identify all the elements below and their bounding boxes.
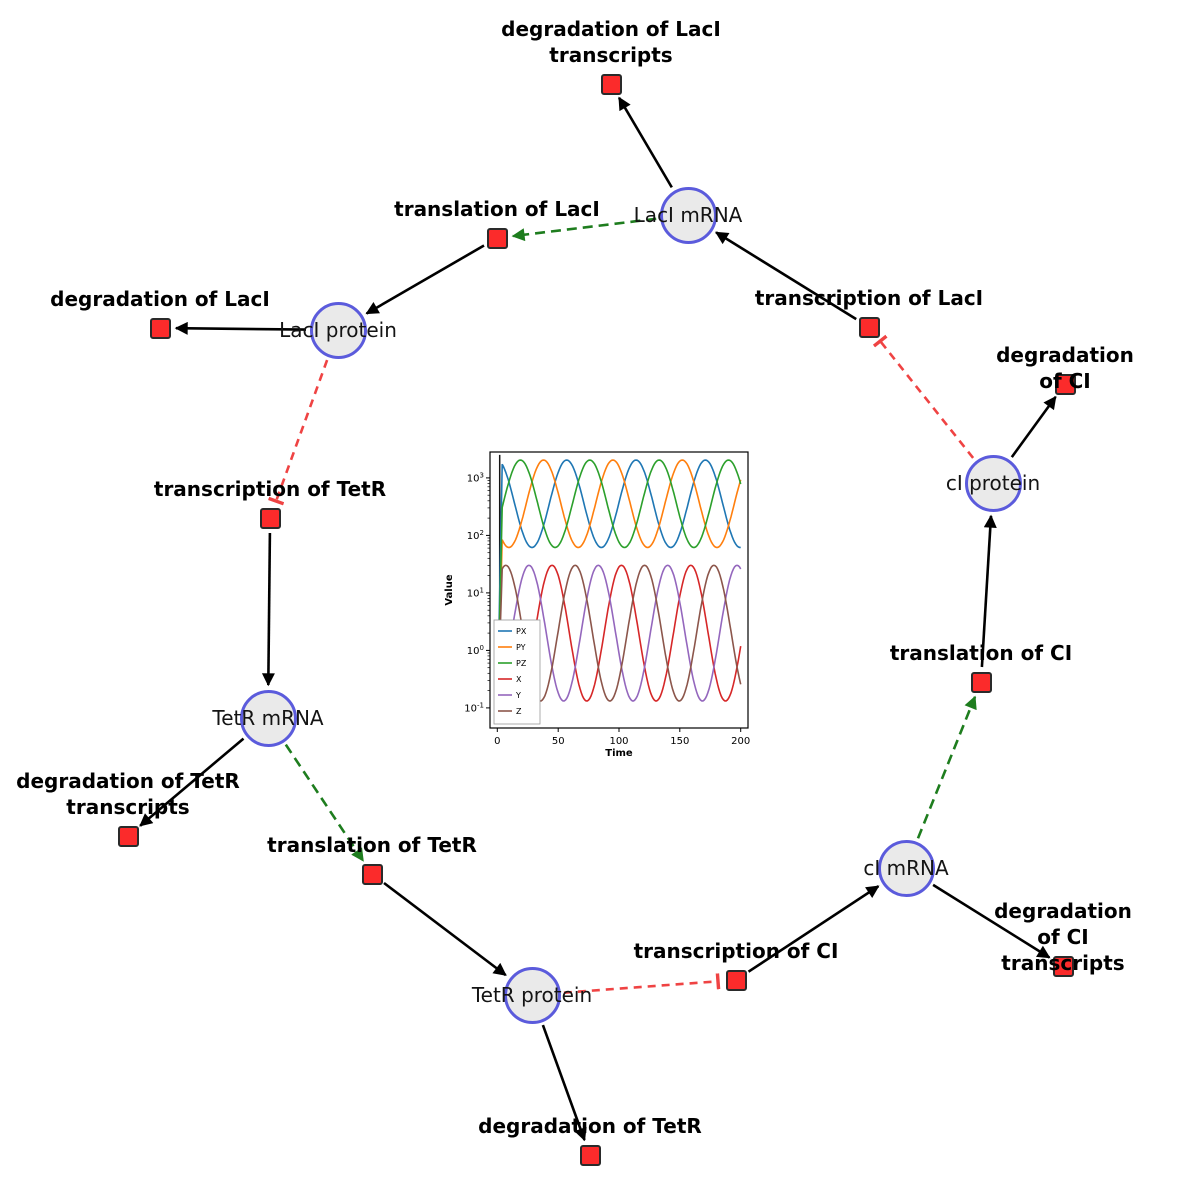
species-label-laci-mrna: LacI mRNA bbox=[633, 203, 743, 227]
edge-inhibition-laci-protein-to-trx-tetr bbox=[267, 359, 329, 506]
reaction-node-deg-laci-tx bbox=[600, 73, 622, 95]
reaction-label-trx-laci: transcription of LacI bbox=[754, 286, 984, 310]
edge-production-trx-laci-to-laci-mrna bbox=[714, 231, 857, 321]
edge-inhibition-ci-protein-to-trx-laci bbox=[872, 334, 975, 459]
series-line-PZ bbox=[496, 459, 742, 720]
edge-production-tl-tetr-to-tetr-protein bbox=[383, 881, 507, 977]
y-tick-label: 100 bbox=[467, 644, 484, 657]
species-node-tetr-mrna bbox=[239, 689, 297, 747]
reaction-node-tl-tetr bbox=[361, 863, 383, 885]
edge-consumption-ci-protein-to-deg-ci bbox=[1010, 395, 1057, 458]
reaction-node-trx-laci bbox=[858, 316, 880, 338]
edge-modifier-laci-mrna-to-tl-laci bbox=[511, 217, 657, 242]
y-axis-label: Value bbox=[444, 574, 455, 605]
x-axis-label: Time bbox=[605, 748, 633, 759]
y-tick-label: 10-1 bbox=[464, 701, 484, 714]
edge-production-trx-tetr-to-tetr-mrna bbox=[261, 532, 275, 687]
reaction-label-tl-laci: translation of LacI bbox=[394, 197, 600, 221]
series-line-PY bbox=[496, 459, 742, 720]
reaction-node-deg-ci-tx bbox=[1052, 955, 1074, 977]
legend-box bbox=[493, 619, 541, 725]
edge-consumption-tetr-protein-to-deg-tetr bbox=[541, 1024, 587, 1142]
reaction-node-deg-laci bbox=[149, 317, 171, 339]
species-label-tetr-protein: TetR protein bbox=[471, 983, 593, 1007]
reaction-node-tl-ci bbox=[970, 671, 992, 693]
species-node-tetr-protein bbox=[503, 966, 561, 1024]
reaction-label-deg-laci: degradation of LacI bbox=[50, 287, 270, 311]
series-line-Y bbox=[496, 564, 742, 720]
edge-production-trx-ci-to-ci-mrna bbox=[747, 885, 880, 973]
legend-label-PX: PX bbox=[516, 627, 527, 636]
species-label-ci-mrna: cI mRNA bbox=[863, 856, 949, 880]
reaction-node-tl-laci bbox=[486, 227, 508, 249]
species-label-ci-protein: cI protein bbox=[945, 471, 1041, 495]
y-tick-label: 103 bbox=[467, 471, 484, 484]
reaction-node-trx-ci bbox=[725, 969, 747, 991]
legend-label-X: X bbox=[516, 675, 522, 684]
reaction-label-tl-tetr: translation of TetR bbox=[267, 833, 477, 857]
reaction-label-trx-ci: transcription of CI bbox=[633, 939, 839, 963]
species-node-laci-mrna bbox=[659, 186, 717, 244]
species-label-laci-protein: LacI protein bbox=[279, 318, 397, 342]
reaction-label-deg-ci: degradation of CI bbox=[996, 343, 1134, 393]
edge-inhibition-tetr-protein-to-trx-ci bbox=[563, 973, 721, 994]
species-node-ci-protein bbox=[964, 454, 1022, 512]
x-tick-label: 200 bbox=[731, 736, 750, 747]
reaction-node-deg-tetr-tx bbox=[117, 825, 139, 847]
species-node-ci-mrna bbox=[877, 839, 935, 897]
reaction-label-tl-ci: translation of CI bbox=[889, 641, 1073, 665]
edge-consumption-tetr-mrna-to-deg-tetr-tx bbox=[139, 737, 245, 827]
x-tick-label: 50 bbox=[552, 736, 565, 747]
reaction-node-trx-tetr bbox=[259, 507, 281, 529]
species-label-tetr-mrna: TetR mRNA bbox=[212, 706, 324, 730]
edge-production-tl-ci-to-ci-protein bbox=[980, 514, 997, 668]
reaction-label-deg-tetr-tx: degradation of TetR transcripts bbox=[16, 769, 240, 819]
x-tick-label: 150 bbox=[670, 736, 689, 747]
x-tick-label: 0 bbox=[494, 736, 500, 747]
edge-production-tl-laci-to-laci-protein bbox=[365, 244, 485, 315]
x-tick-label: 100 bbox=[609, 736, 628, 747]
edge-modifier-tetr-mrna-to-tl-tetr bbox=[284, 743, 365, 862]
reaction-label-deg-tetr: degradation of TetR bbox=[478, 1114, 702, 1138]
series-line-X bbox=[496, 564, 742, 720]
legend-label-PY: PY bbox=[516, 643, 526, 652]
edge-consumption-laci-protein-to-deg-laci bbox=[174, 321, 307, 335]
reaction-label-deg-laci-tx: degradation of LacI transcripts bbox=[501, 17, 721, 67]
y-tick-label: 102 bbox=[467, 529, 484, 542]
series-line-PX bbox=[496, 459, 741, 720]
reaction-label-deg-ci-tx: degradation of CI transcripts bbox=[994, 899, 1132, 975]
reaction-node-deg-tetr bbox=[579, 1144, 601, 1166]
edge-modifier-ci-mrna-to-tl-ci bbox=[916, 695, 977, 839]
edge-consumption-laci-mrna-to-deg-laci-tx bbox=[617, 96, 673, 189]
legend-label-PZ: PZ bbox=[516, 659, 527, 668]
legend-label-Z: Z bbox=[516, 707, 522, 716]
reaction-node-deg-ci bbox=[1054, 373, 1076, 395]
edge-consumption-ci-mrna-to-deg-ci-tx bbox=[932, 883, 1051, 959]
species-node-laci-protein bbox=[309, 301, 367, 359]
reaction-label-trx-tetr: transcription of TetR bbox=[153, 477, 387, 501]
legend-label-Y: Y bbox=[515, 691, 521, 700]
y-tick-label: 101 bbox=[467, 586, 484, 599]
